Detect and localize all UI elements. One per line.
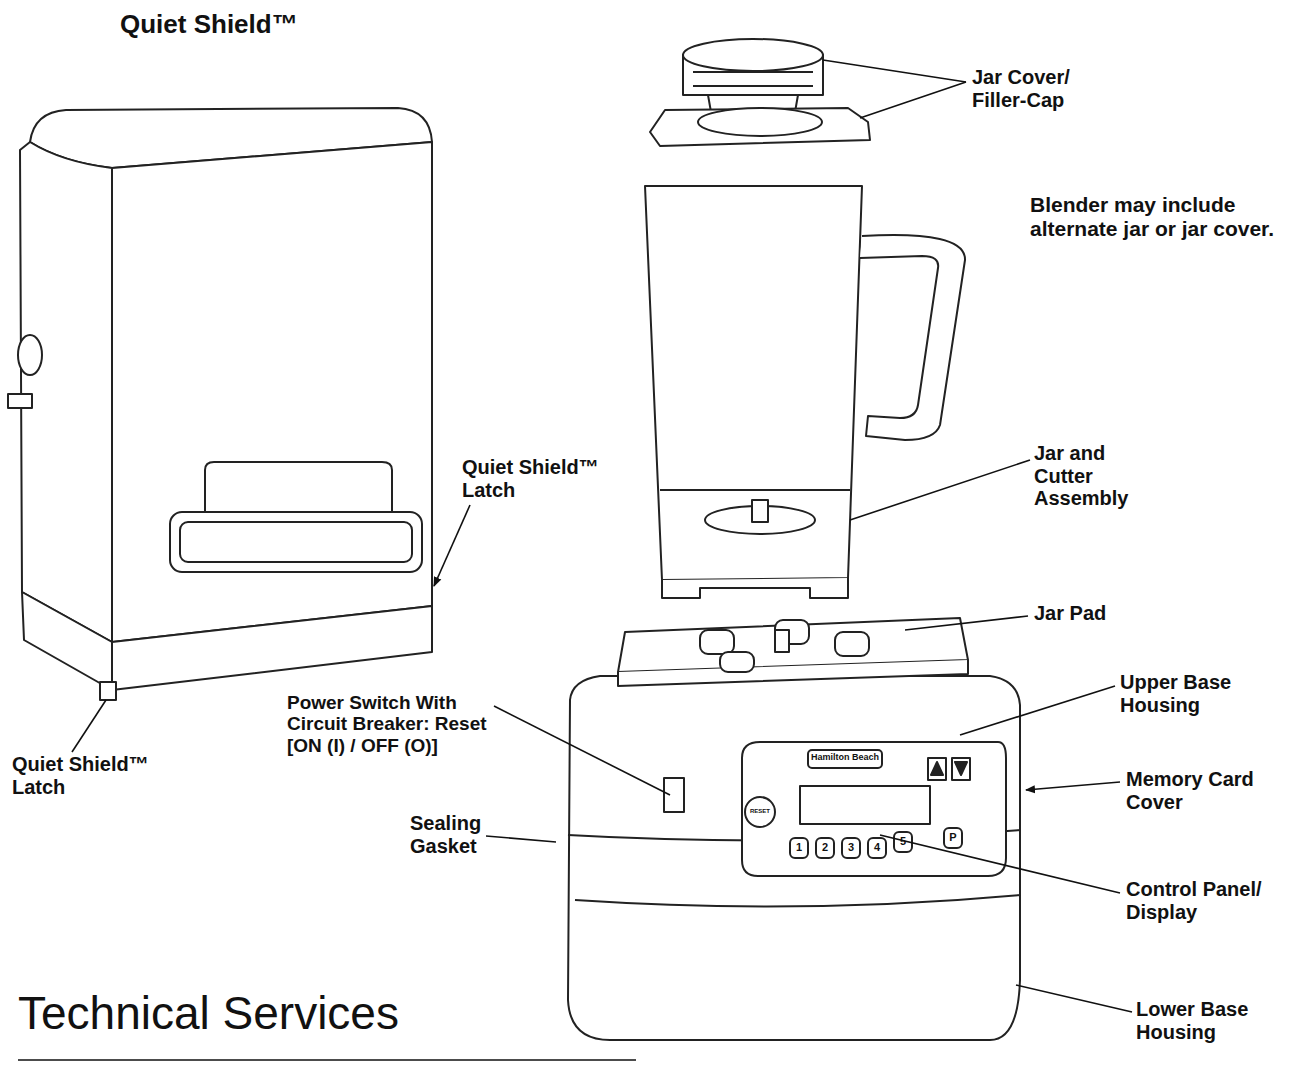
arrow-glyphs — [931, 762, 967, 775]
shield-handle — [170, 512, 422, 572]
shield-front — [112, 142, 432, 642]
part-label: Lower Base Housing — [1136, 998, 1266, 1043]
part-label: Quiet Shield™ Latch — [12, 753, 172, 798]
key-button — [868, 838, 886, 858]
key-button — [944, 828, 962, 848]
panel-text: P — [944, 832, 962, 843]
leader-line — [960, 686, 1115, 735]
part-label: Sealing Gasket — [410, 812, 502, 857]
leader-lines — [18, 60, 1132, 1060]
part-label: Jar Pad — [1034, 602, 1154, 625]
filler-cap-ridges — [693, 72, 813, 86]
part-label: Power Switch With Circuit Breaker: Reset… — [287, 692, 497, 756]
shield-side — [20, 142, 112, 642]
key-button — [842, 838, 860, 858]
cutter-nut — [752, 500, 768, 522]
panel-text: RESET — [748, 808, 772, 814]
filler-cap-top — [683, 39, 823, 71]
panel-text: Hamilton Beach — [810, 753, 880, 762]
part-label: Upper Base Housing — [1120, 671, 1240, 716]
jar-cover — [650, 108, 870, 146]
blender-base — [568, 618, 1020, 1040]
leader-arrow — [434, 505, 470, 586]
lower-housing-line — [575, 895, 1020, 906]
jar-bottom-line — [660, 489, 850, 491]
shield-base — [112, 606, 432, 690]
jar-pad-edge — [618, 660, 968, 686]
leader-line — [494, 706, 670, 795]
leader-line — [880, 835, 1120, 893]
reset-button — [745, 797, 775, 827]
power-switch — [664, 778, 684, 812]
logo-plate — [808, 750, 882, 768]
pad-bump — [835, 632, 869, 656]
shield-bottom-latch — [100, 682, 116, 700]
panel-text: 5 — [894, 836, 912, 847]
shield-knob — [18, 335, 42, 375]
key-button — [816, 838, 834, 858]
leader-line — [823, 60, 966, 82]
panel-text: 1 — [790, 842, 808, 853]
leader-line — [905, 616, 1028, 630]
pad-bump — [700, 630, 734, 654]
pad-bump — [720, 652, 754, 672]
key-button — [790, 838, 808, 858]
jar-cover-hole — [698, 108, 822, 136]
section-rule — [18, 1059, 636, 1060]
jar-handle — [860, 235, 965, 440]
shield-side-latch — [8, 394, 32, 408]
panel-text: 2 — [816, 842, 834, 853]
part-label: Memory Card Cover — [1126, 768, 1296, 813]
shield-handle-inner — [180, 522, 412, 562]
jar-body — [645, 186, 862, 580]
part-label: Jar Cover/ Filler-Cap — [972, 66, 1092, 111]
jar-parts — [645, 39, 965, 598]
leader-arrow — [1026, 782, 1120, 790]
panel-text: 3 — [842, 842, 860, 853]
part-label: Blender may include alternate jar or jar… — [1030, 193, 1282, 240]
part-label: Control Panel/ Display — [1126, 878, 1296, 923]
leader-line — [850, 460, 1030, 520]
base-housing — [568, 676, 1020, 1040]
shield-base-side — [22, 592, 112, 690]
display-window — [800, 786, 930, 824]
leader-line — [72, 700, 106, 752]
quiet-shield — [8, 108, 432, 700]
jar-feet — [662, 578, 848, 598]
part-label: Jar and Cutter Assembly — [1034, 442, 1144, 510]
part-label: Quiet Shield™ — [120, 10, 380, 39]
leader-line — [1016, 985, 1132, 1012]
section-heading: Technical Services — [18, 988, 638, 1040]
panel-text: 4 — [868, 842, 886, 853]
leader-line — [860, 82, 966, 118]
part-label: Quiet Shield™ Latch — [462, 456, 622, 501]
leader-line — [486, 836, 556, 842]
drive-coupling — [775, 630, 789, 652]
